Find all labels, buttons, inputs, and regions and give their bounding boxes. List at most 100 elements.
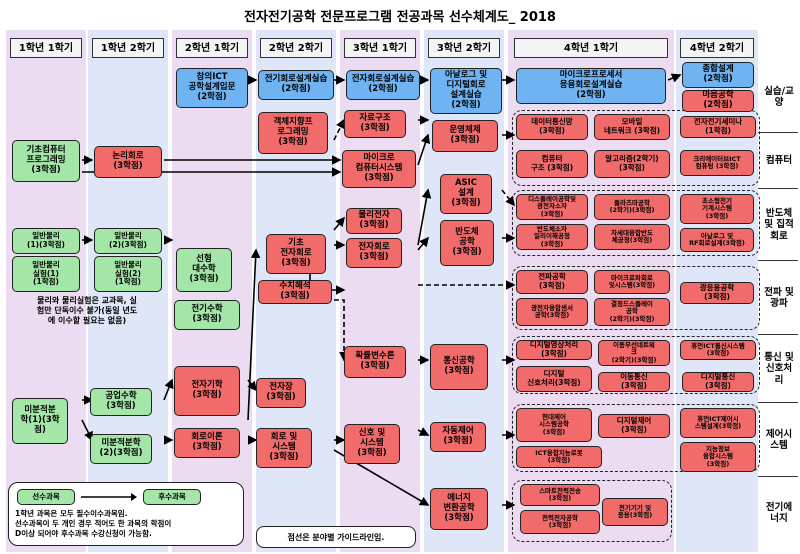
course-electrical-math[interactable]: 전기수학 (3학점) <box>174 300 240 330</box>
semester-header-2: 1학년 2학기 <box>92 38 164 58</box>
course-data-structure[interactable]: 자료구조 (3학점) <box>344 110 406 138</box>
category-divider <box>758 260 798 261</box>
legend: 선수과목 후수과목 1학년 과목은 모두 필수이수과목임. 선수과목이 두 개인… <box>8 482 244 546</box>
category-divider <box>758 334 798 335</box>
course-digital-signal[interactable]: 디지털 신호처리(3학점) <box>516 366 592 392</box>
course-smart-power[interactable]: 스마트전력전송 (3학점) <box>520 484 600 506</box>
course-communication[interactable]: 통신공학 (3학점) <box>430 344 488 390</box>
course-asic-design[interactable]: ASIC 설계 (3학점) <box>440 174 492 214</box>
course-mobile-network[interactable]: 모바일 네트워크 (3학점) <box>594 114 670 140</box>
course-electric-machine[interactable]: 전기기기 및 응용(3학점) <box>602 498 668 526</box>
physics-note: 물리와 물리실험은 교과목, 실 험만 단독이수 불가(동일 년도 에 이수할 … <box>36 296 138 325</box>
course-ict-robot[interactable]: ICT융합지능로봇 (3학점) <box>516 446 602 468</box>
semester-header-3: 2학년 1학기 <box>176 38 248 58</box>
dashed-line-note-text: 점선은 분야별 가이드라인임. <box>287 532 385 542</box>
course-electromagnetics[interactable]: 전자기학 (3학점) <box>174 366 240 416</box>
course-human-ict-control[interactable]: 휴먼ICT제어시 스템설계(3학점) <box>680 408 756 438</box>
course-engineering-math[interactable]: 공업수학 (3학점) <box>90 388 152 416</box>
course-physics-lab-2[interactable]: 일반물리 실험(2) (1학점) <box>94 256 162 292</box>
course-modern-control[interactable]: 현대제어 시스템공학 (3학점) <box>516 408 592 442</box>
category-semiconductor: 반도체 및 집적회로 <box>764 207 794 242</box>
category-control: 제어시스템 <box>765 428 793 451</box>
course-semiconductor[interactable]: 반도체 공학 (3학점) <box>440 220 494 266</box>
course-photonic-sensor[interactable]: 광전자융합센서 공학(3학점) <box>516 298 588 326</box>
course-intelligent-system[interactable]: 지능정보 융합시스템 (3학점) <box>680 442 756 472</box>
group-computer <box>512 110 760 186</box>
course-microwave[interactable]: 마이크로파회로 및시스템(3학점) <box>594 270 670 294</box>
course-circuit-theory[interactable]: 회로이론 (3학점) <box>174 428 240 458</box>
course-digital-comm[interactable]: 디지털통신 (3학점) <box>682 372 754 392</box>
course-mobile-wireless[interactable]: 이동무선네트워 크 (2학기)(3학점) <box>598 340 670 366</box>
course-calculus-1[interactable]: 미분적분 학(1)(3학 점) <box>12 398 68 444</box>
category-divider <box>758 476 798 477</box>
course-circuit-design-lab[interactable]: 전기회로설계실습 (2학점) <box>258 70 334 100</box>
column-bg-3-2 <box>424 30 504 552</box>
category-comm: 통신 및 신호처리 <box>764 351 794 386</box>
category-divider <box>758 132 798 133</box>
course-oop[interactable]: 객체지향프 로그래밍 (3학점) <box>258 112 328 154</box>
course-optic-applied[interactable]: 광응용공학 (3학점) <box>680 282 754 304</box>
course-human-ict-comm[interactable]: 휴먼ICT통신시스템 (3학점) <box>680 340 756 360</box>
category-computer: 컴퓨터 <box>765 155 793 167</box>
course-circuit-system[interactable]: 회로 및 시스템 (3학점) <box>256 428 312 468</box>
course-seminar[interactable]: 전자전기세미나 (1학점) <box>680 116 756 138</box>
course-automatic-control[interactable]: 자동제어 (3학점) <box>430 422 486 452</box>
legend-text: 1학년 과목은 모두 필수이수과목임. 선수과목이 두 개인 경우 적어도 한 … <box>15 509 172 538</box>
course-basic-electronics[interactable]: 기초 전자회로 (3학점) <box>266 234 326 274</box>
course-logic-circuit[interactable]: 논리회로 (3학점) <box>94 146 162 178</box>
course-calculus-2[interactable]: 미분적분학 (2)(3학점) <box>90 434 152 464</box>
course-signal-system[interactable]: 신호 및 시스템 (3학점) <box>344 424 400 464</box>
category-wave: 전파 및 광파 <box>764 286 794 309</box>
course-creative-ict[interactable]: 창의ICT 공학설계입문 (2학점) <box>176 68 248 108</box>
course-physical-electronics[interactable]: 물리전자 (3학점) <box>346 208 402 234</box>
semester-header-1: 1학년 1학기 <box>10 38 82 58</box>
course-plasma[interactable]: 플라즈마공학 (2학기)(3학점) <box>594 194 670 220</box>
legend-prerequisite: 선수과목 <box>17 489 75 505</box>
course-digital-control[interactable]: 디지털제어 (3학점) <box>598 414 670 438</box>
course-creative-ict-computing[interactable]: 크리에이터브ICT 컴퓨팅 (3학점) <box>680 150 754 176</box>
course-antenna[interactable]: 전파공학 (3학점) <box>516 270 588 294</box>
course-operating-system[interactable]: 운영체제 (3학점) <box>432 120 498 152</box>
course-physics-2[interactable]: 일반물리 (2)(3학점) <box>94 228 162 254</box>
legend-successor: 후수과목 <box>143 489 201 505</box>
group-wave <box>512 266 760 330</box>
course-eo-display[interactable]: 결정드스플레이 공학 (2학기)(3학점) <box>594 298 670 326</box>
course-electronics-design-lab[interactable]: 전자회로설계실습 (2학점) <box>346 70 420 100</box>
course-linear-algebra[interactable]: 선형 대수학 (3학점) <box>176 248 232 292</box>
column-bg-3-1 <box>340 30 420 552</box>
semester-header-5: 3학년 1학기 <box>344 38 416 58</box>
course-data-communication[interactable]: 데이터통신망 (3학점) <box>516 114 588 140</box>
course-analog-digital-lab[interactable]: 아날로그 및 디지털회로 설계실습 (2학점) <box>430 68 502 114</box>
page-title: 전자전기공학 전문프로그램 전공과목 선수체계도_ 2018 <box>244 10 556 25</box>
semester-header-8: 4학년 2학기 <box>680 38 754 58</box>
course-display[interactable]: 디스플레이공학및 광전자소자 (3학점) <box>516 194 588 220</box>
course-numerical-analysis[interactable]: 수치해석 (3학점) <box>258 280 332 304</box>
course-physics-1[interactable]: 일반물리 (1)(3학점) <box>12 228 80 254</box>
category-lab: 실습/교양 <box>764 85 794 108</box>
course-capstone[interactable]: 종합설계 (2학점) <box>682 62 754 88</box>
course-microcomputer[interactable]: 마이크로 컴퓨터시스템 (3학점) <box>342 150 416 188</box>
course-mind-engineering[interactable]: 마음공학 (2학점) <box>682 90 754 112</box>
course-power-electronics[interactable]: 전력전자공학 (3학점) <box>520 510 600 534</box>
course-microprocessor-lab[interactable]: 마이크로프로세서 응용회로설계실습 (2학점) <box>516 68 666 104</box>
course-semi-process[interactable]: 반도체소자 일리이해공정 (3학점) <box>516 224 588 250</box>
course-ultra-mems[interactable]: 초소형전기 기계시스템 (3학점) <box>680 194 754 224</box>
course-algorithm[interactable]: 알고리즘(2학기) (3학점) <box>594 150 670 178</box>
course-energy-conversion[interactable]: 에너지 변환공학 (3학점) <box>430 488 488 530</box>
course-next-semi[interactable]: 차세대융합반도 체공정(3학점) <box>594 224 670 250</box>
course-basic-computer[interactable]: 기초컴퓨터 프로그래밍 (3학점) <box>12 140 80 182</box>
category-divider <box>758 402 798 403</box>
course-mobile-comm[interactable]: 이동통신 (3학점) <box>598 372 670 392</box>
course-computer-architecture[interactable]: 컴퓨터 구조 (3학점) <box>516 150 588 178</box>
course-electronic-circuit[interactable]: 전자회로 (3학점) <box>346 238 402 268</box>
course-probability[interactable]: 확률변수론 (3학점) <box>344 346 406 378</box>
semester-header-6: 3학년 2학기 <box>428 38 500 58</box>
semester-header-7: 4학년 1학기 <box>514 38 668 58</box>
course-physics-lab-1[interactable]: 일반물리 실험(1) (1학점) <box>12 256 80 292</box>
course-dsp[interactable]: 디지털영상처리 (3학점) <box>516 340 592 360</box>
semester-header-4: 2학년 2학기 <box>260 38 332 58</box>
course-analog-rf[interactable]: 아날로그 및 RF회로설계(3학점) <box>680 228 754 252</box>
group-comm <box>512 336 760 394</box>
course-em-field[interactable]: 전자장 (3학점) <box>256 378 306 408</box>
category-power: 전기에너지 <box>765 501 793 524</box>
